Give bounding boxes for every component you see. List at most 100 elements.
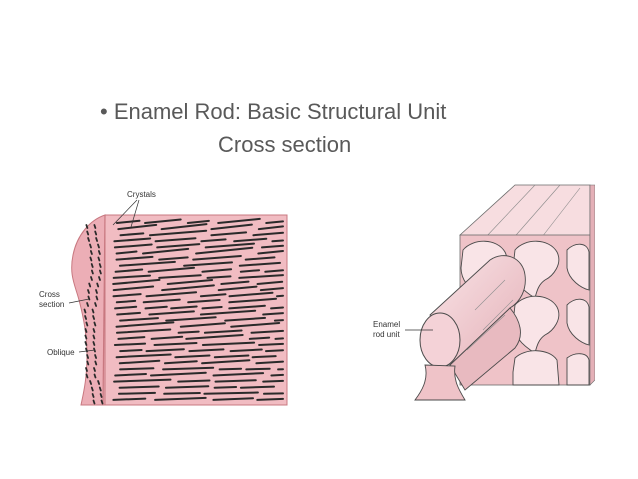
crystal-line bbox=[212, 372, 265, 377]
crystal-line bbox=[199, 293, 227, 298]
crystal-line bbox=[201, 306, 223, 310]
crystal-line bbox=[116, 311, 141, 316]
crystal-line bbox=[195, 246, 254, 255]
crystal-line bbox=[252, 231, 284, 237]
crystal-dot bbox=[94, 302, 97, 307]
crystal-line bbox=[118, 385, 160, 389]
crystal-line bbox=[245, 367, 271, 371]
crystal-line bbox=[113, 378, 172, 383]
enamel-crystals-diagram: Crystals Cross section Oblique bbox=[39, 190, 288, 406]
crystal-dot bbox=[98, 250, 101, 255]
crystal-line bbox=[144, 305, 168, 310]
crystal-dot bbox=[98, 276, 101, 281]
crystal-line bbox=[119, 232, 145, 237]
crystal-line bbox=[276, 294, 284, 298]
crystal-line bbox=[117, 336, 146, 340]
crystal-line bbox=[233, 237, 268, 243]
crystal-dot bbox=[90, 276, 93, 281]
crystal-dot bbox=[92, 341, 96, 346]
crystal-line bbox=[210, 223, 253, 231]
crystal-line bbox=[239, 269, 261, 273]
crystal-line bbox=[217, 217, 261, 224]
crystal-line bbox=[115, 219, 141, 224]
crystal-line bbox=[165, 316, 217, 322]
cross-section-dots bbox=[83, 224, 104, 405]
crystal-dot bbox=[89, 380, 92, 385]
crystal-line bbox=[115, 321, 175, 328]
enamel-rod-diagram: Enamel rod unit bbox=[373, 184, 595, 401]
crystal-line bbox=[204, 242, 255, 249]
crystal-line bbox=[201, 359, 251, 365]
crystal-dot bbox=[91, 308, 95, 314]
cross-section-label-2: section bbox=[39, 300, 64, 309]
crystal-line bbox=[265, 220, 284, 224]
slide-title: • Enamel Rod: Basic Structural Unit Cros… bbox=[100, 95, 540, 161]
crystal-dot bbox=[90, 250, 93, 255]
crystal-dot bbox=[85, 367, 88, 372]
crystal-line bbox=[244, 256, 276, 261]
crystal-line bbox=[118, 391, 156, 395]
crystal-line bbox=[112, 274, 151, 279]
crystal-line bbox=[164, 360, 198, 365]
crystal-line bbox=[166, 279, 214, 285]
crystal-line bbox=[113, 237, 152, 243]
crystal-line bbox=[158, 274, 202, 279]
crystal-line bbox=[150, 371, 207, 377]
crystal-line bbox=[186, 219, 210, 224]
crystal-dot bbox=[85, 321, 89, 327]
crystal-line bbox=[145, 291, 198, 298]
crystal-dot bbox=[88, 282, 92, 288]
crystal-line bbox=[265, 349, 284, 353]
crystal-line bbox=[161, 284, 215, 292]
crystal-dot bbox=[90, 263, 94, 268]
crystal-line bbox=[149, 229, 208, 237]
crystal-line bbox=[203, 391, 259, 395]
crystal-line bbox=[228, 304, 266, 310]
crystal-line bbox=[230, 322, 281, 328]
crystal-line bbox=[112, 285, 155, 292]
crystal-line bbox=[183, 261, 233, 267]
crystal-dot bbox=[97, 243, 100, 249]
crystal-line bbox=[220, 280, 250, 285]
crystal-line bbox=[255, 360, 284, 365]
crystal-line bbox=[170, 305, 198, 310]
crystal-line bbox=[114, 268, 144, 273]
crystal-line bbox=[114, 373, 147, 377]
crystal-line bbox=[238, 274, 284, 279]
crystal-line bbox=[224, 316, 266, 322]
crystal-line bbox=[116, 328, 172, 334]
crystal-dot bbox=[84, 341, 88, 346]
crystal-line bbox=[148, 310, 195, 316]
crystal-dot bbox=[94, 354, 97, 359]
crystal-dot bbox=[96, 282, 100, 288]
crystal-line bbox=[179, 322, 226, 328]
crystal-line bbox=[119, 349, 143, 353]
crystal-line bbox=[119, 367, 155, 371]
crystal-lines bbox=[112, 217, 284, 401]
cross-section-label-1: Cross bbox=[39, 290, 60, 299]
crystal-line bbox=[119, 317, 159, 322]
crystal-line bbox=[229, 348, 263, 353]
crystal-line bbox=[115, 250, 138, 255]
crystal-dot bbox=[89, 243, 92, 249]
crystal-dot bbox=[87, 237, 90, 242]
crystal-line bbox=[256, 397, 284, 401]
crystal-dot bbox=[92, 334, 96, 340]
crystal-line bbox=[162, 366, 215, 371]
crystal-dot bbox=[94, 360, 98, 366]
crystal-dot bbox=[90, 386, 94, 392]
crystal-line bbox=[248, 336, 271, 340]
crystal-line bbox=[212, 397, 254, 401]
crystal-line bbox=[214, 379, 257, 383]
crystal-line bbox=[228, 291, 274, 298]
crystal-line bbox=[174, 354, 211, 359]
enamel-rod-label-2: rod unit bbox=[373, 330, 400, 339]
crystal-dot bbox=[98, 263, 102, 268]
crystal-dot bbox=[86, 302, 89, 307]
crystal-dot bbox=[84, 334, 88, 340]
crystal-line bbox=[142, 247, 190, 255]
crystal-line bbox=[270, 373, 284, 377]
oblique-label: Oblique bbox=[47, 348, 75, 357]
crystal-line bbox=[147, 266, 195, 273]
crystal-line bbox=[187, 299, 221, 304]
